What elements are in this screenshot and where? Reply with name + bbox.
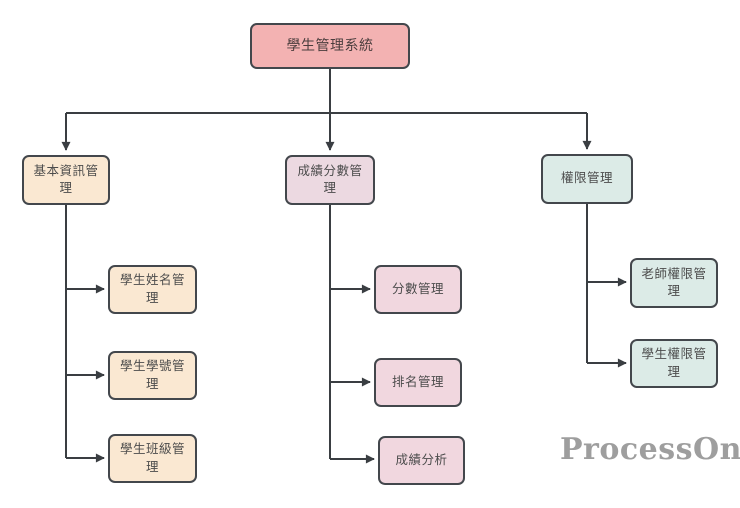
node-grade-analysis[interactable]: 成績分析 [378, 436, 465, 485]
node-student-management-system[interactable]: 學生管理系統 [250, 23, 410, 69]
processon-watermark: ProcessOn [560, 432, 740, 467]
node-student-name-management[interactable]: 學生姓名管 理 [108, 265, 197, 314]
node-teacher-permission-management[interactable]: 老師權限管 理 [630, 258, 718, 308]
node-student-class-management[interactable]: 學生班級管 理 [108, 434, 197, 483]
node-basic-info-management[interactable]: 基本資訊管 理 [22, 155, 110, 205]
node-grade-score-management[interactable]: 成績分數管 理 [285, 155, 375, 205]
node-ranking-management[interactable]: 排名管理 [374, 358, 462, 407]
node-student-permission-management[interactable]: 學生權限管 理 [630, 339, 718, 388]
node-score-management[interactable]: 分數管理 [374, 265, 462, 314]
node-permission-management[interactable]: 權限管理 [541, 154, 633, 204]
node-student-id-management[interactable]: 學生學號管 理 [108, 351, 197, 400]
